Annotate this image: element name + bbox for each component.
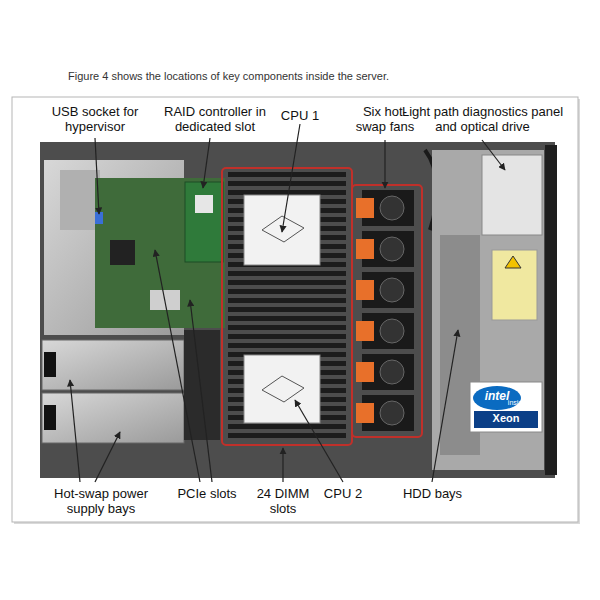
optical-drive xyxy=(482,155,542,235)
fan-bank xyxy=(356,190,414,431)
callout-label: CPU 1 xyxy=(275,108,325,123)
dimm-slot xyxy=(228,343,346,348)
dimm-slots xyxy=(228,172,346,438)
rack-ear xyxy=(545,145,557,475)
dimm-slot xyxy=(228,172,346,177)
callout-label: USB socket for hypervisor xyxy=(40,104,150,134)
dimm-slot xyxy=(228,325,346,330)
drive-cage xyxy=(432,150,544,470)
dimm-slot xyxy=(228,307,346,312)
dimm-slot xyxy=(228,181,346,186)
fan xyxy=(356,272,414,308)
raid-chip xyxy=(195,195,213,213)
dimm-slot xyxy=(228,280,346,285)
intel-logo xyxy=(473,386,521,410)
dimm-slot xyxy=(228,298,346,303)
leader-lines xyxy=(70,124,505,482)
callout-label: Hot-swap power supply bays xyxy=(42,486,160,516)
dimm-slot xyxy=(228,190,346,195)
callout-label: 24 DIMM slots xyxy=(252,486,314,516)
dimm-slot xyxy=(228,334,346,339)
warning-label xyxy=(492,250,537,320)
dimm-slot xyxy=(228,289,346,294)
highlight-outline xyxy=(222,168,352,445)
fan xyxy=(356,313,414,349)
caption: Figure 4 shows the locations of key comp… xyxy=(68,70,389,82)
psu-handle xyxy=(44,405,56,430)
frame-shadow xyxy=(14,99,580,524)
heatsink-label xyxy=(262,376,304,402)
motherboard xyxy=(95,178,225,328)
cpu-heatsink xyxy=(244,355,320,423)
chassis xyxy=(40,142,555,478)
logo-text: inside xyxy=(506,398,528,407)
fan xyxy=(356,231,414,267)
fan xyxy=(356,395,414,431)
callout-label: PCIe slots xyxy=(168,486,246,501)
xeon-band xyxy=(474,411,538,428)
highlight-outline xyxy=(352,185,422,437)
air-baffle xyxy=(184,330,220,440)
raid-card xyxy=(185,182,223,262)
dimm-slot xyxy=(228,316,346,321)
chip xyxy=(110,240,135,265)
callout-label: HDD bays xyxy=(395,486,470,501)
callout-label: Light path diagnostics panel and optical… xyxy=(400,104,565,134)
psu-handle xyxy=(44,352,56,377)
callout-label: RAID controller in dedicated slot xyxy=(150,104,280,134)
warning-symbol xyxy=(505,256,521,268)
callout-label: CPU 2 xyxy=(318,486,368,501)
power-supply xyxy=(42,340,184,390)
rear-bracket xyxy=(60,170,100,230)
dimm-slot xyxy=(228,271,346,276)
intel-badge xyxy=(470,382,542,432)
fan xyxy=(356,354,414,390)
fan xyxy=(356,190,414,226)
figure-frame xyxy=(12,97,578,522)
logo-text: Xeon xyxy=(476,412,536,425)
power-supply xyxy=(42,393,184,443)
dimm-slot xyxy=(228,424,346,429)
dimm-slot xyxy=(228,433,346,438)
